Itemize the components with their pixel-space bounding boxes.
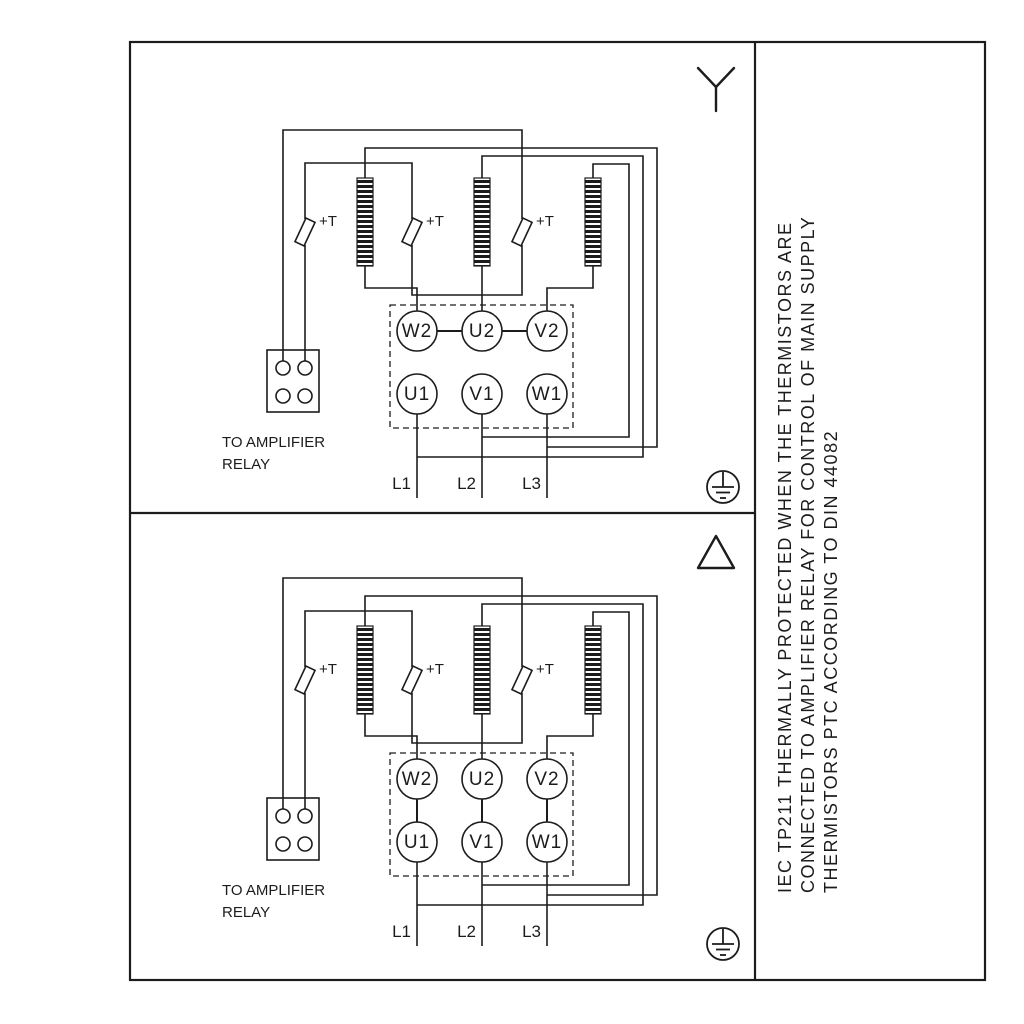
- side-note-line-2: CONNECTED TO AMPLIFIER RELAY FOR CONTROL…: [798, 216, 818, 893]
- terminal-label-w2: W2: [402, 769, 433, 790]
- side-note-line-1: IEC TP211 THERMALLY PROTECTED WHEN THE T…: [775, 222, 795, 893]
- terminal-label-w2: W2: [402, 321, 433, 342]
- terminal-label-w1: W1: [532, 384, 563, 405]
- terminal-label-v2: V2: [534, 321, 559, 342]
- terminal-label-u1: U1: [404, 832, 430, 853]
- delta-panel-labels: +T +T +T W2 U2 V2 U1 V1 W1 TO AMPLIFIER …: [222, 661, 563, 941]
- thermistor-label: +T: [536, 661, 554, 678]
- terminal-label-u2: U2: [469, 769, 495, 790]
- terminal-label-u1: U1: [404, 384, 430, 405]
- supply-label-l1: L1: [392, 922, 411, 941]
- amplifier-note-line2: RELAY: [222, 904, 270, 921]
- terminal-label-w1: W1: [532, 832, 563, 853]
- supply-label-l3: L3: [522, 474, 541, 493]
- terminal-label-u2: U2: [469, 321, 495, 342]
- outer-border: [128, 40, 987, 982]
- amplifier-note-line1: TO AMPLIFIER: [222, 434, 325, 451]
- supply-label-l3: L3: [522, 922, 541, 941]
- frame: [128, 40, 987, 982]
- star-panel-labels: +T +T +T W2 U2 V2 U1 V1 W1 TO AMPLIFIER …: [222, 213, 563, 493]
- terminal-bridges: [416, 330, 548, 822]
- terminal-label-v2: V2: [534, 769, 559, 790]
- amplifier-note-line2: RELAY: [222, 456, 270, 473]
- delta-icon: [696, 534, 736, 570]
- thermistor-label: +T: [319, 213, 337, 230]
- star-icon: [696, 66, 736, 113]
- supply-label-l2: L2: [457, 474, 476, 493]
- amplifier-note-line1: TO AMPLIFIER: [222, 882, 325, 899]
- supply-label-l2: L2: [457, 922, 476, 941]
- supply-label-l1: L1: [392, 474, 411, 493]
- side-note: IEC TP211 THERMALLY PROTECTED WHEN THE T…: [775, 216, 841, 893]
- side-note-line-3: THERMISTORS PTC ACCORDING TO DIN 44082: [821, 430, 841, 893]
- thermistor-label: +T: [319, 661, 337, 678]
- terminal-label-v1: V1: [469, 384, 494, 405]
- thermistor-label: +T: [426, 661, 444, 678]
- thermistor-label: +T: [426, 213, 444, 230]
- thermistor-label: +T: [536, 213, 554, 230]
- terminal-label-v1: V1: [469, 832, 494, 853]
